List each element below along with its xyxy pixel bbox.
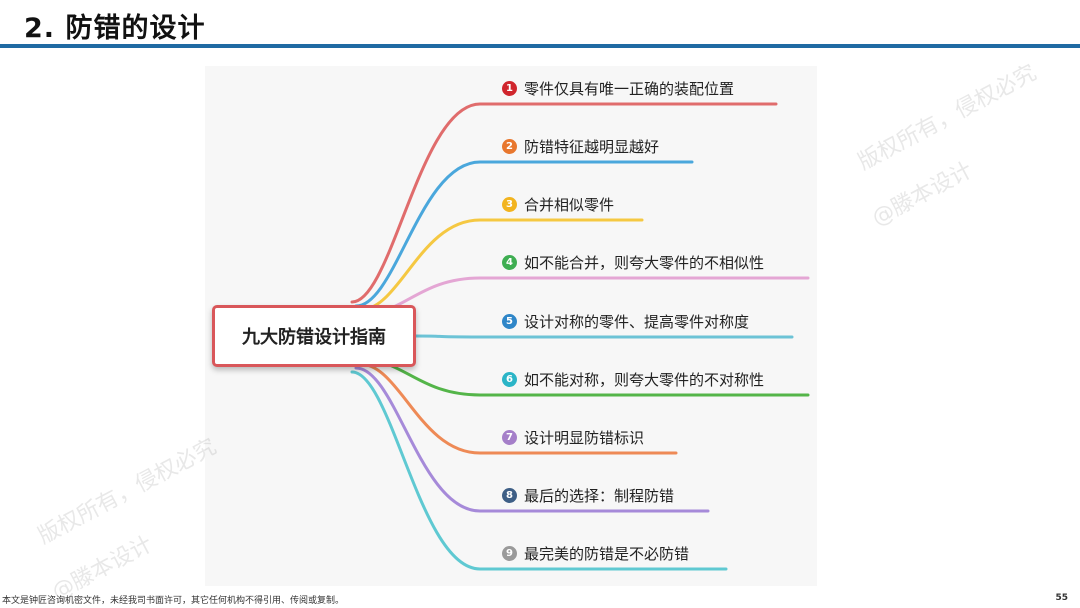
mindmap-branch-3: 3 合并相似零件 bbox=[502, 194, 614, 215]
branch-label: 设计对称的零件、提高零件对称度 bbox=[524, 313, 750, 331]
branch-number-badge: 7 bbox=[502, 430, 517, 445]
branch-number-badge: 8 bbox=[502, 488, 517, 503]
branch-connector-8 bbox=[354, 366, 710, 513]
mindmap-branch-8: 8 最后的选择：制程防错 bbox=[502, 485, 674, 506]
branch-connector-1 bbox=[350, 102, 778, 304]
branch-label: 防错特征越明显越好 bbox=[524, 138, 660, 156]
branch-label: 设计明显防错标识 bbox=[524, 429, 645, 447]
branch-connector-4 bbox=[362, 276, 810, 316]
mindmap-branch-9: 9 最完美的防错是不必防错 bbox=[502, 543, 689, 564]
footer-disclaimer: 本文是钟匠咨询机密文件，未经我司书面许可，其它任何机构不得引用、传阅或复制。 bbox=[2, 596, 345, 606]
mindmap-branch-2: 2 防错特征越明显越好 bbox=[502, 136, 659, 157]
branch-label: 如不能合并，则夸大零件的不相似性 bbox=[524, 254, 765, 272]
mindmap-branch-5: 5 设计对称的零件、提高零件对称度 bbox=[502, 311, 749, 332]
branch-number-badge: 1 bbox=[502, 81, 517, 96]
mindmap-branch-4: 4 如不能合并，则夸大零件的不相似性 bbox=[502, 252, 764, 273]
branch-number-badge: 9 bbox=[502, 546, 517, 561]
mindmap-branch-1: 1 零件仅具有唯一正确的装配位置 bbox=[502, 78, 734, 99]
branch-label: 合并相似零件 bbox=[524, 196, 615, 214]
branch-number-badge: 3 bbox=[502, 197, 517, 212]
branch-connector-9 bbox=[350, 370, 728, 571]
branch-label: 最完美的防错是不必防错 bbox=[524, 545, 690, 563]
branch-connector-7 bbox=[358, 362, 678, 455]
branch-number-badge: 4 bbox=[502, 255, 517, 270]
branch-label: 如不能对称，则夸大零件的不对称性 bbox=[524, 371, 765, 389]
mindmap-branch-6: 6 如不能对称，则夸大零件的不对称性 bbox=[502, 369, 764, 390]
branch-label: 零件仅具有唯一正确的装配位置 bbox=[524, 80, 735, 98]
page-number: 55 bbox=[1055, 593, 1068, 603]
slide-title: 2. 防错的设计 bbox=[24, 13, 206, 44]
mindmap-center-node: 九大防错设计指南 bbox=[212, 305, 416, 367]
branch-connector-2 bbox=[354, 160, 694, 308]
mindmap-branch-7: 7 设计明显防错标识 bbox=[502, 427, 644, 448]
branch-connector-5 bbox=[414, 334, 794, 339]
branch-number-badge: 2 bbox=[502, 139, 517, 154]
branch-number-badge: 5 bbox=[502, 314, 517, 329]
branch-number-badge: 6 bbox=[502, 372, 517, 387]
branch-label: 最后的选择：制程防错 bbox=[524, 487, 675, 505]
title-divider bbox=[0, 44, 1080, 48]
